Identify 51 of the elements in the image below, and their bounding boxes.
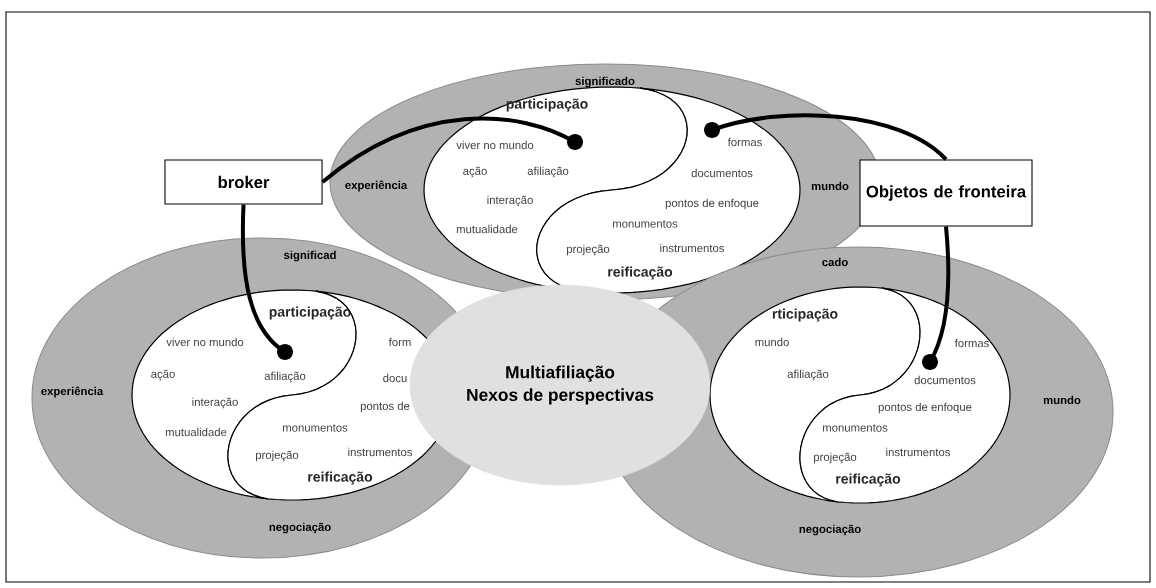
term-label: afiliação [787, 369, 829, 381]
text-box: broker [164, 159, 323, 205]
term-label: ação [463, 166, 487, 178]
ring-label: cado [822, 257, 848, 267]
term-label: form [388, 337, 411, 347]
term-label: ação [151, 369, 175, 381]
term-label: viver no mundo [456, 140, 534, 150]
term-label: pontos de enfoque [665, 198, 759, 210]
term-label: instrumentos [348, 447, 412, 457]
ring-label: experiência [41, 386, 104, 398]
pole-label: participação [269, 306, 351, 320]
term-label: docu [383, 373, 407, 383]
ring-label: mundo [811, 181, 849, 191]
term-label: documentos [914, 375, 976, 385]
term-label: mutualidade [456, 224, 518, 234]
term-label: viver no mundo [166, 337, 244, 347]
term-label: monumentos [613, 220, 678, 228]
ring-label: experiência [345, 180, 408, 192]
term-label: mundo [755, 337, 789, 347]
pole-label: reificação [836, 473, 901, 487]
term-label: interação [192, 397, 238, 409]
ring-label: negociação [799, 524, 861, 536]
term-label: projeção [814, 452, 857, 464]
term-label: formas [727, 137, 762, 147]
connector-curve [922, 226, 951, 370]
term-label: documentos [691, 168, 753, 178]
ring-label: negociação [269, 522, 331, 534]
connector-curve [321, 116, 583, 184]
pole-label: rticipação [772, 308, 838, 322]
term-label: afiliação [264, 371, 306, 383]
term-label: pontos de [360, 401, 410, 413]
term-label: formas [954, 338, 989, 348]
pole-label: participação [506, 98, 588, 112]
term-label: pontos de enfoque [878, 402, 972, 414]
term-label: projeção [567, 244, 610, 256]
pole-label: reificação [608, 266, 673, 280]
ring-label: significad [283, 250, 336, 262]
term-label: instrumentos [886, 447, 950, 457]
ring-label: significado [575, 76, 635, 88]
connector-curve [240, 204, 293, 360]
text-box: Objetos de fronteira [859, 159, 1033, 227]
pole-label: reificação [308, 471, 373, 485]
term-label: projeção [256, 450, 299, 462]
term-label: instrumentos [660, 243, 724, 253]
term-label: monumentos [283, 424, 348, 432]
term-label: interação [487, 195, 533, 207]
term-label: mutualidade [165, 427, 227, 437]
ring-label: mundo [1043, 395, 1081, 405]
term-label: monumentos [823, 424, 888, 432]
connector-curve [704, 113, 948, 161]
term-label: afiliação [527, 166, 569, 178]
